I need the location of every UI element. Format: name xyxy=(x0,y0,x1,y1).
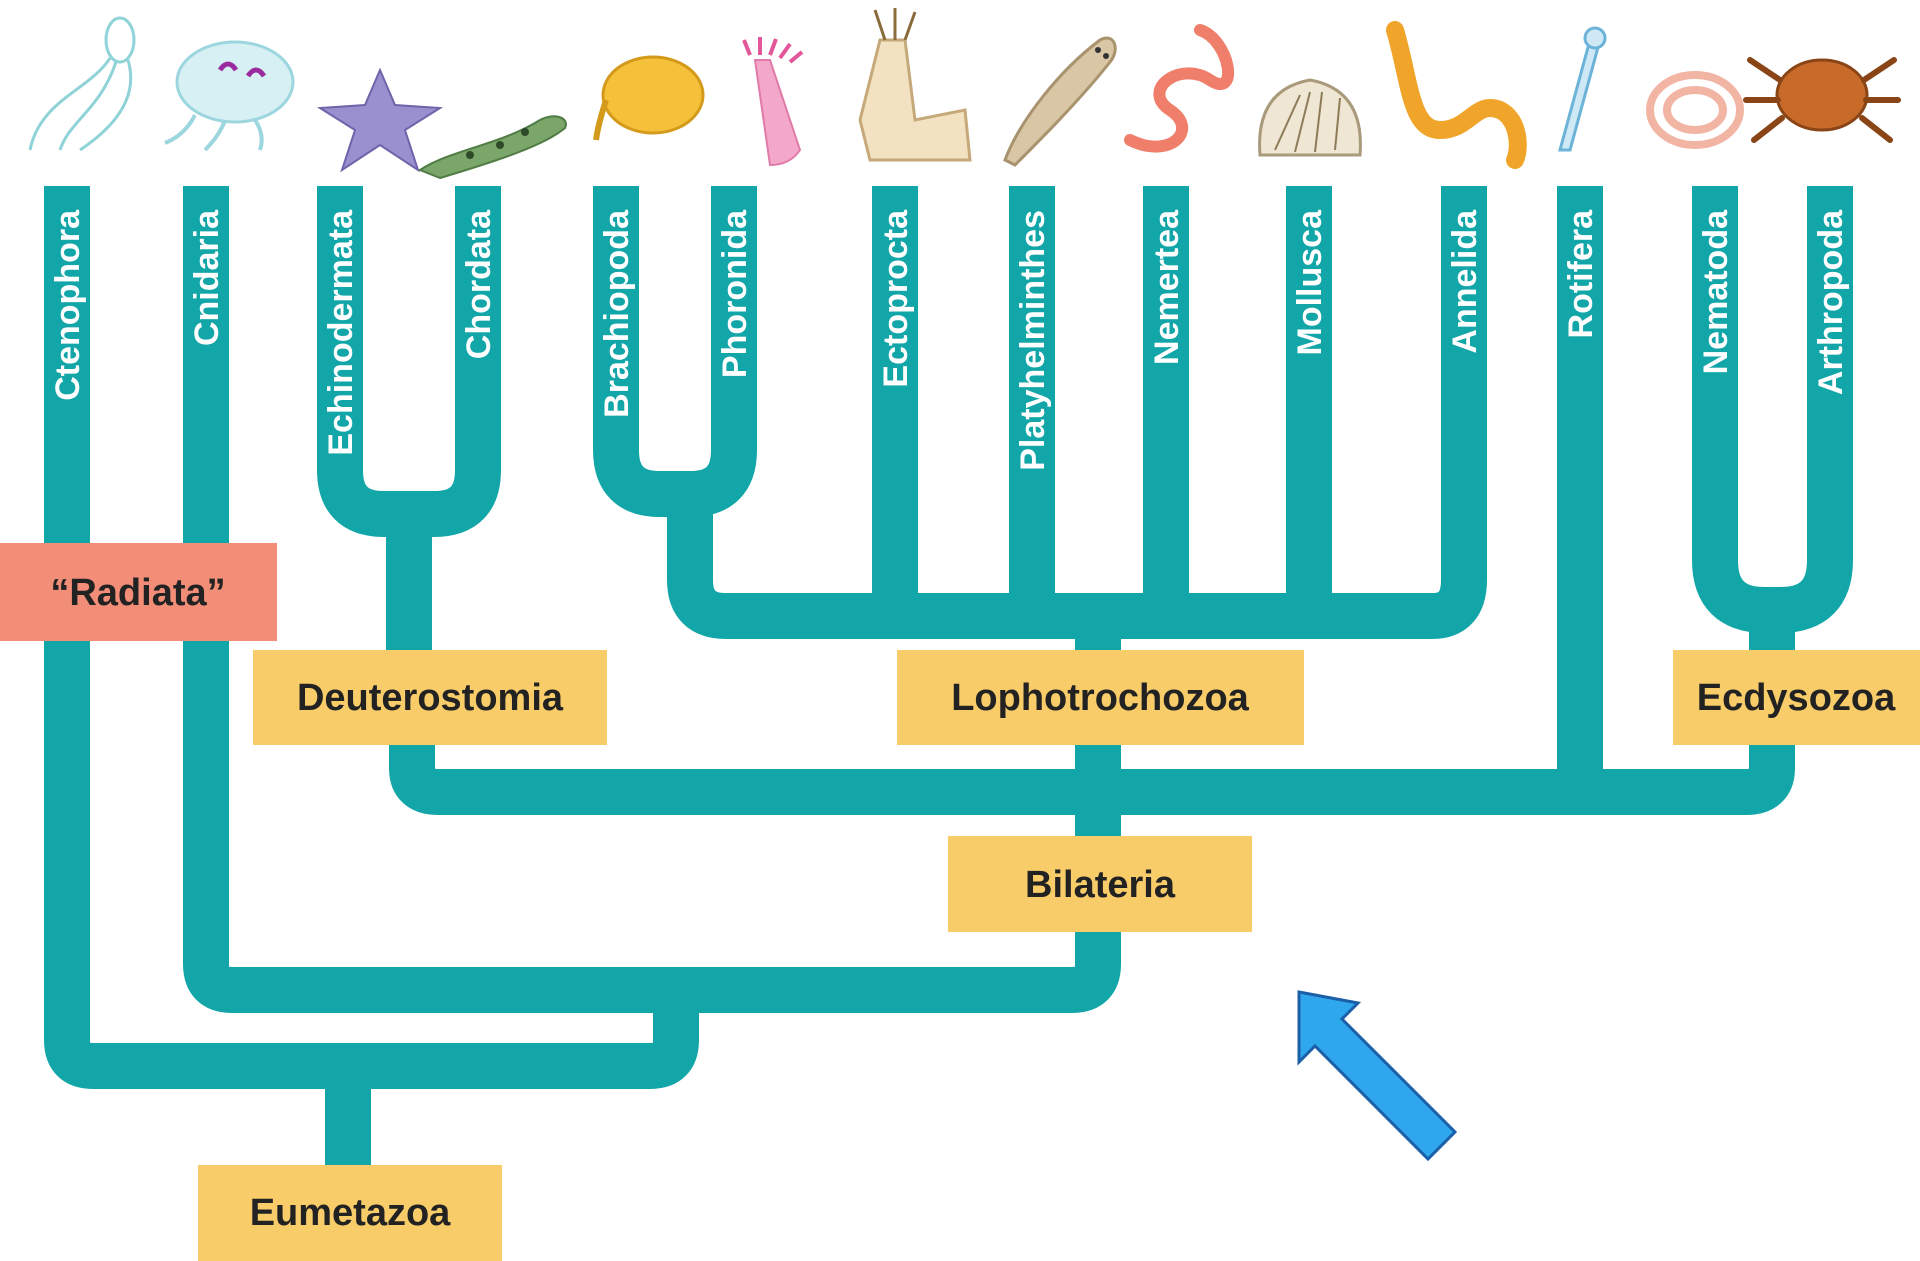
scallop-icon xyxy=(1258,78,1362,157)
deuterostomia-label-box: Deuterostomia xyxy=(253,650,607,745)
phylum-label-echinodermata: Echinodermata xyxy=(322,209,360,456)
flatworm-icon xyxy=(1003,36,1117,167)
phylum-label-platyhelminthes: Platyhelminthes xyxy=(1014,210,1052,471)
segmented-worm-icon xyxy=(1386,21,1527,169)
salamander-icon xyxy=(417,115,567,180)
lamp-shell-icon xyxy=(593,55,705,141)
tube-worm-icon xyxy=(742,37,804,167)
phylum-label-cnidaria: Cnidaria xyxy=(188,209,226,346)
branch-cnidaria xyxy=(183,186,1121,1013)
arrow-pointer-icon xyxy=(1297,990,1458,1162)
branch-ctenophora xyxy=(44,186,699,1089)
phylum-label-arthropoda: Arthropoda xyxy=(1812,209,1850,395)
phylum-label-rotifera: Rotifera xyxy=(1562,209,1600,339)
deuterostomia-label: Deuterostomia xyxy=(297,677,564,719)
phylum-label-nematoda: Nematoda xyxy=(1697,209,1735,374)
eumetazoa-label: Eumetazoa xyxy=(250,1192,451,1234)
bilateria-label: Bilateria xyxy=(1025,864,1176,906)
bilateria-label-box: Bilateria xyxy=(948,836,1252,932)
crab-icon xyxy=(1743,57,1901,143)
phylum-label-nemertea: Nemertea xyxy=(1148,209,1186,365)
eumetazoa-label-box: Eumetazoa xyxy=(198,1165,502,1261)
lophotrochozoa-label: Lophotrochozoa xyxy=(951,677,1249,719)
phylum-label-ectoprocta: Ectoprocta xyxy=(877,209,915,388)
branch-lophotrochozoa-bar xyxy=(667,186,1487,639)
phylum-label-chordata: Chordata xyxy=(460,209,498,359)
ribbon-worm-icon xyxy=(1124,24,1235,153)
roundworm-icon xyxy=(1646,71,1744,149)
lophotrochozoa-label-box: Lophotrochozoa xyxy=(897,650,1304,745)
radiata-label: “Radiata” xyxy=(50,572,225,614)
phylum-label-mollusca: Mollusca xyxy=(1291,209,1329,356)
rotifer-icon xyxy=(1558,26,1607,152)
organism-icons xyxy=(28,8,1901,180)
phylum-label-phoronida: Phoronida xyxy=(716,209,754,378)
branch-deuterostomia-fork xyxy=(317,186,501,537)
tree-branches xyxy=(44,186,1853,1170)
phylum-label-ctenophora: Ctenophora xyxy=(49,209,87,401)
ecdysozoa-label: Ecdysozoa xyxy=(1697,677,1896,719)
comb-jelly-icon xyxy=(28,16,136,152)
phylum-label-annelida: Annelida xyxy=(1446,209,1484,354)
sea-star-icon xyxy=(316,67,444,173)
phylum-label-brachiopoda: Brachiopoda xyxy=(598,209,636,418)
ecdysozoa-label-box: Ecdysozoa xyxy=(1673,650,1920,745)
phylum-labels: Ctenophora Cnidaria Echinodermata Chordata B… xyxy=(49,209,1850,471)
bryozoan-icon xyxy=(858,8,972,162)
radiata-label-box: “Radiata” xyxy=(0,543,277,641)
jellyfish-icon xyxy=(164,40,295,152)
